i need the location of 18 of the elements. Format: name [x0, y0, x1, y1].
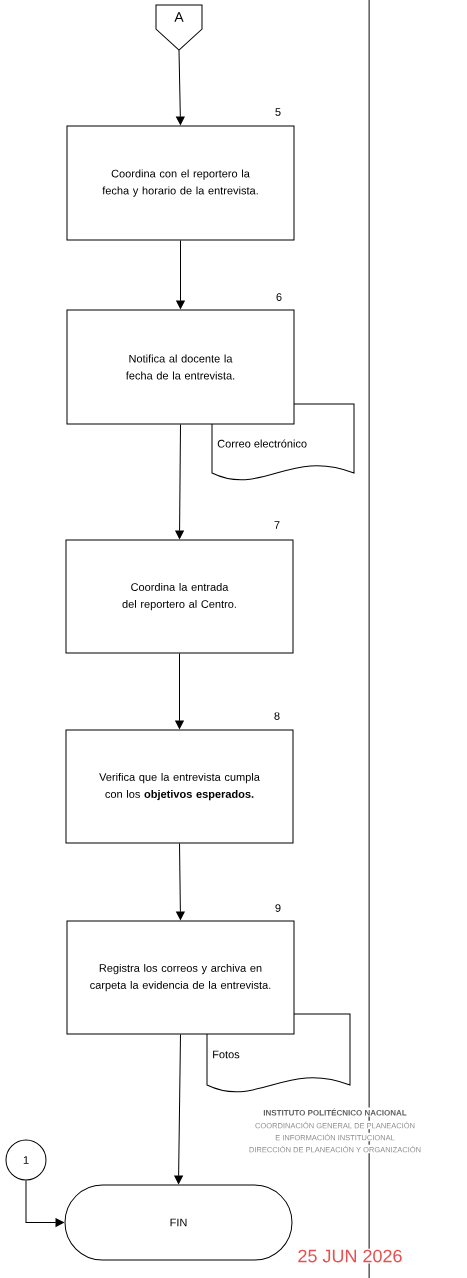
process-box: Verifica que la entrevista cumpla con los objetivos esperados.: [65, 729, 294, 844]
arrow: [175, 653, 184, 729]
process-box: Coordina la entrada del reportero al Centro.: [65, 539, 294, 654]
step-number: 9: [275, 904, 281, 912]
stamp-date: 25 JUN 2026: [296, 1248, 404, 1264]
arrow: [176, 240, 185, 309]
step-number: 7: [274, 521, 280, 529]
step-number: 5: [275, 108, 281, 116]
off-page-connector: A: [155, 4, 203, 51]
process-box: Coordina con el reportero la fecha y horario de la entrevista.: [66, 125, 295, 241]
step-number: 8: [274, 712, 280, 720]
arrow: [174, 1034, 183, 1184]
arrow: [176, 843, 185, 920]
stamp-text: INSTITUTO POLITÉCNICO NACIONAL: [262, 1107, 408, 1117]
step-number: 6: [276, 293, 282, 301]
arrow: [25, 1180, 64, 1227]
arrow: [175, 424, 184, 539]
arrow: [176, 49, 185, 125]
